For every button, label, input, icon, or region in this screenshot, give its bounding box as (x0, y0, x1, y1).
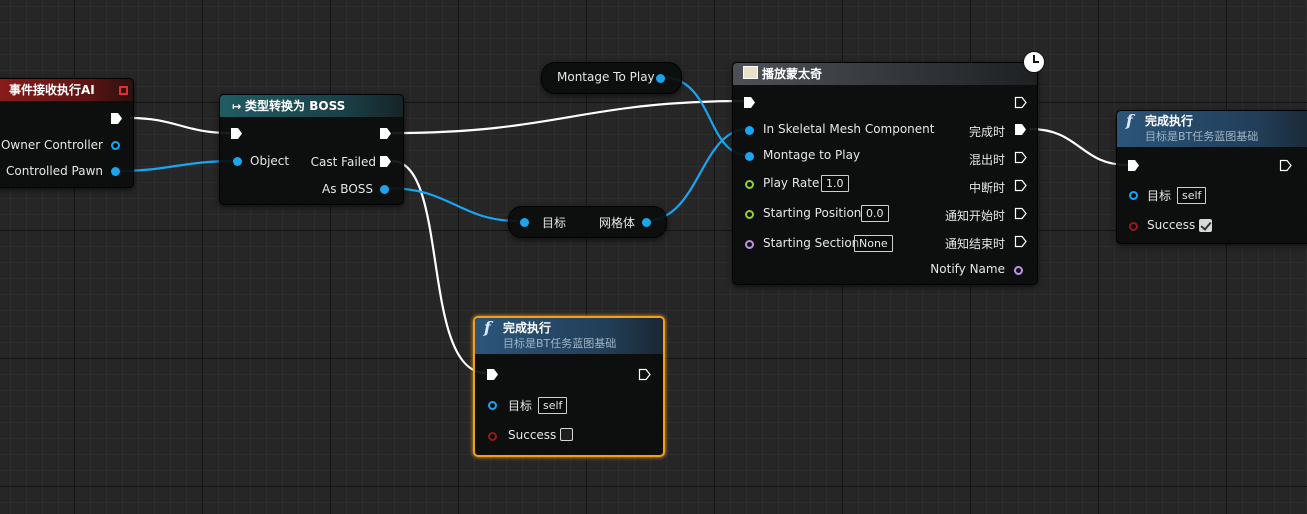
exec-wire-completed-to-finish (1029, 127, 1129, 167)
notify-end-label: 通知结束时 (944, 237, 1005, 251)
node-title: 事件接收执行AI (9, 83, 95, 97)
starting-section-pin[interactable] (745, 240, 754, 249)
object-label: Object (250, 154, 290, 168)
target-label: 目标 (1147, 189, 1172, 203)
play-rate-value[interactable]: 1.0 (821, 175, 849, 192)
skeletal-mesh-label: In Skeletal Mesh Component (763, 122, 935, 136)
node-title: 完成执行 (1145, 114, 1194, 128)
montage-label: Montage to Play (763, 148, 861, 162)
blend-out-label: 混出时 (968, 153, 1005, 167)
mesh-label: 网格体 (599, 216, 636, 230)
node-header: 事件接收执行AI (0, 79, 133, 101)
node-title: 完成执行 (503, 321, 552, 335)
cast-icon: ↦ (232, 100, 246, 113)
node-title: 类型转换为 BOSS (245, 99, 346, 113)
montage-icon (743, 66, 758, 79)
starting-section-label: Starting Section (763, 236, 860, 250)
target-value[interactable]: self (538, 397, 568, 414)
object-wire-asboss-to-target (387, 186, 519, 223)
success-checkbox[interactable] (560, 428, 573, 441)
controlled-pawn-label: Controlled Pawn (6, 164, 103, 178)
skeletal-mesh-input-pin[interactable] (745, 126, 754, 135)
function-icon: f (484, 318, 491, 337)
target-label: 目标 (542, 216, 567, 230)
node-header: f 完成执行 目标是BT任务蓝图基础 (475, 318, 663, 354)
finish-execute-node-bottom[interactable]: f 完成执行 目标是BT任务蓝图基础 目标 self Success (473, 316, 665, 457)
notify-begin-label: 通知开始时 (944, 209, 1005, 223)
node-subtitle: 目标是BT任务蓝图基础 (1145, 130, 1259, 143)
owner-controller-label: Owner Controller (0, 138, 103, 152)
starting-position-pin[interactable] (745, 210, 754, 219)
node-header: ↦ 类型转换为 BOSS (220, 95, 403, 117)
finish-execute-node-top[interactable]: f 完成执行 目标是BT任务蓝图基础 目标 self Success (1116, 110, 1307, 244)
exec-wire-cast-to-montage (391, 99, 747, 135)
exec-wire-castfailed-to-finish (391, 159, 487, 375)
success-pin[interactable] (1129, 222, 1138, 231)
node-title: 播放蒙太奇 (762, 67, 823, 81)
montage-to-play-variable[interactable]: Montage To Play (541, 62, 682, 94)
completed-label: 完成时 (968, 125, 1005, 139)
object-input-pin[interactable] (233, 157, 242, 166)
node-subtitle: 目标是BT任务蓝图基础 (503, 337, 617, 350)
cast-to-boss-node[interactable]: ↦ 类型转换为 BOSS Object Cast Failed As BOSS (219, 94, 404, 205)
starting-section-value[interactable]: None (854, 235, 893, 252)
function-icon: f (1126, 111, 1133, 130)
notify-name-label: Notify Name (930, 262, 1005, 276)
delegate-pin-icon[interactable] (119, 86, 128, 95)
success-label: Success (1147, 218, 1196, 232)
target-value[interactable]: self (1177, 187, 1207, 204)
target-pin[interactable] (1129, 191, 1138, 200)
controlled-pawn-pin[interactable] (111, 167, 120, 176)
mesh-getter-node[interactable]: 目标 网格体 (508, 206, 667, 238)
as-boss-pin[interactable] (380, 185, 389, 194)
exec-wire-event-to-cast (129, 116, 231, 135)
success-label: Success (508, 428, 557, 442)
target-pin[interactable] (488, 401, 497, 410)
node-header: f 完成执行 目标是BT任务蓝图基础 (1117, 111, 1307, 147)
play-rate-pin[interactable] (745, 180, 754, 189)
as-boss-label: As BOSS (322, 182, 373, 196)
cast-failed-label: Cast Failed (310, 155, 376, 169)
success-pin[interactable] (488, 432, 497, 441)
montage-variable-pin[interactable] (656, 74, 665, 83)
play-rate-label: Play Rate (763, 176, 820, 190)
play-montage-node[interactable]: 播放蒙太奇 In Skeletal Mesh Component Montage… (732, 62, 1038, 285)
variable-label: Montage To Play (557, 70, 655, 84)
starting-position-label: Starting Position (763, 206, 862, 220)
notify-name-pin[interactable] (1014, 266, 1023, 275)
target-label: 目标 (508, 399, 533, 413)
target-input-pin[interactable] (520, 218, 529, 227)
latent-clock-icon (1023, 51, 1045, 73)
owner-controller-pin[interactable] (111, 141, 120, 150)
node-header: 播放蒙太奇 (733, 63, 1037, 85)
interrupted-label: 中断时 (968, 181, 1005, 195)
success-checkbox[interactable] (1199, 219, 1212, 232)
montage-input-pin[interactable] (745, 152, 754, 161)
starting-position-value[interactable]: 0.0 (861, 205, 889, 222)
event-receive-execute-ai-node[interactable]: 事件接收执行AI Owner Controller Controlled Paw… (0, 78, 134, 188)
mesh-output-pin[interactable] (642, 218, 651, 227)
